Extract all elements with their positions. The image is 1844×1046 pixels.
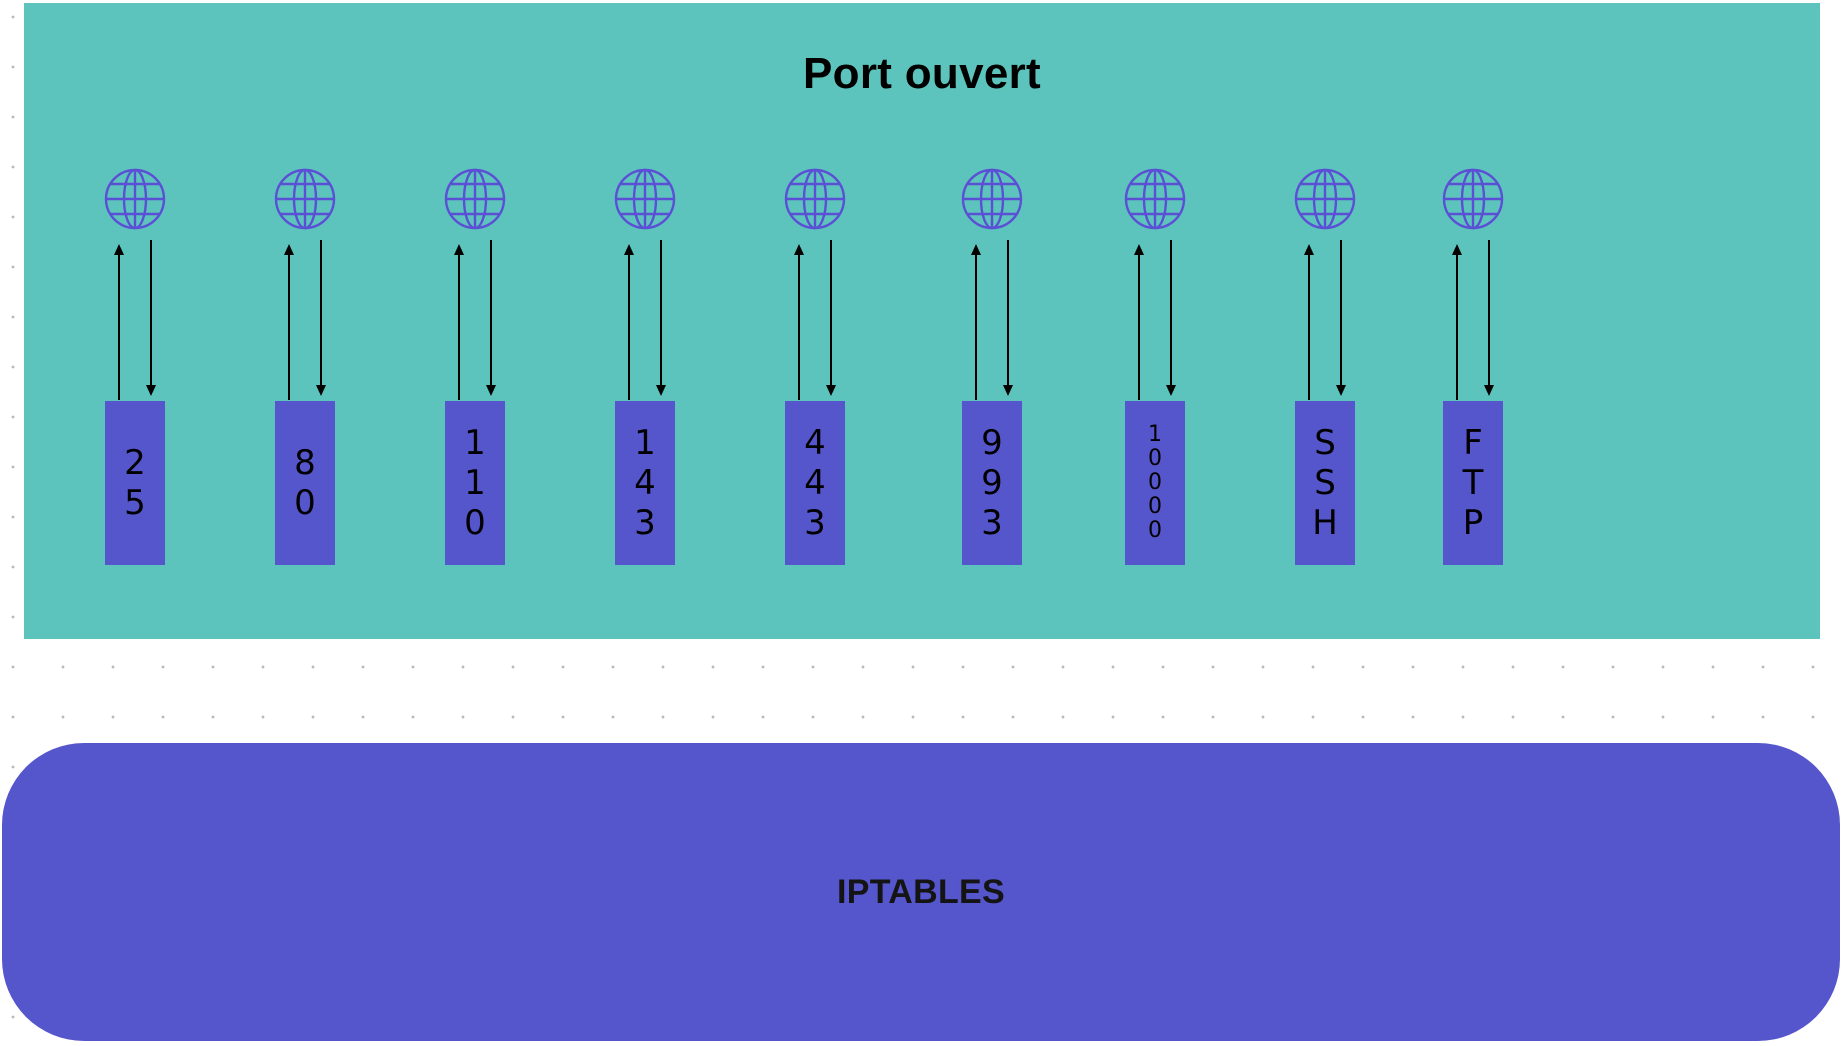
port-box: 80 <box>275 401 335 565</box>
port-label: 443 <box>804 423 826 543</box>
traffic-arrows <box>1295 240 1355 402</box>
traffic-arrows <box>785 240 845 402</box>
open-ports-panel: Port ouvert 25 80 110 143 443 993 10000 SSH FTP <box>24 3 1820 639</box>
port-box: 443 <box>785 401 845 565</box>
port-label: 10000 <box>1148 422 1162 543</box>
traffic-arrows <box>275 240 335 402</box>
globe-icon <box>104 168 166 230</box>
traffic-arrows <box>1443 240 1503 402</box>
traffic-arrows <box>105 240 165 402</box>
port-label: 143 <box>634 423 656 543</box>
globe-icon <box>784 168 846 230</box>
port-label: 80 <box>294 443 316 523</box>
port-box: SSH <box>1295 401 1355 565</box>
port-label: 993 <box>981 423 1003 543</box>
port-label: FTP <box>1462 423 1484 543</box>
globe-icon <box>274 168 336 230</box>
port-box: 25 <box>105 401 165 565</box>
traffic-arrows <box>962 240 1022 402</box>
port-label: SSH <box>1312 423 1338 543</box>
globe-icon <box>1294 168 1356 230</box>
globe-icon <box>961 168 1023 230</box>
traffic-arrows <box>615 240 675 402</box>
port-label: 25 <box>124 443 146 523</box>
port-box: 110 <box>445 401 505 565</box>
port-box: 143 <box>615 401 675 565</box>
port-label: 110 <box>464 423 486 543</box>
traffic-arrows <box>445 240 505 402</box>
globe-icon <box>614 168 676 230</box>
port-box: 993 <box>962 401 1022 565</box>
traffic-arrows <box>1125 240 1185 402</box>
globe-icon <box>1442 168 1504 230</box>
globe-icon <box>444 168 506 230</box>
port-box: 10000 <box>1125 401 1185 565</box>
port-box: FTP <box>1443 401 1503 565</box>
iptables-block: IPTABLES <box>2 743 1840 1041</box>
globe-icon <box>1124 168 1186 230</box>
iptables-label: IPTABLES <box>836 872 1005 911</box>
panel-title: Port ouvert <box>803 49 1041 98</box>
